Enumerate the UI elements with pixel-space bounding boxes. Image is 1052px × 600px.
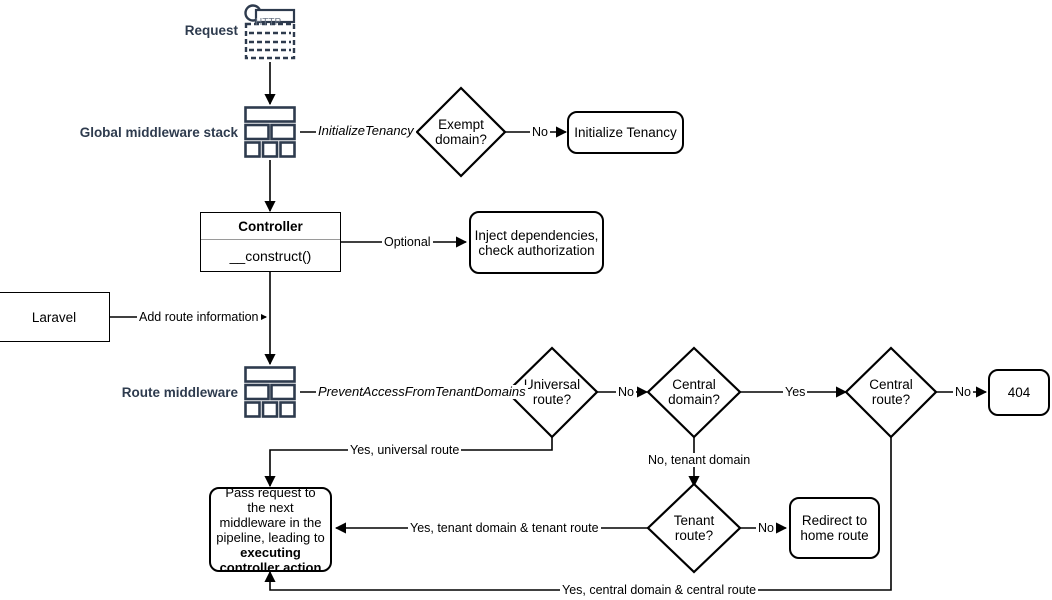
- caption-route-middleware: Route middleware: [121, 385, 238, 400]
- controller-title: Controller: [201, 213, 340, 240]
- edge-label-tenant-route-no: No: [756, 521, 776, 535]
- edge-label-prevent-access: PreventAccessFromTenantDomains: [316, 384, 528, 399]
- node-redirect-home-label: Redirect to home route: [800, 513, 869, 543]
- pass-request-line2: next middleware in: [219, 499, 300, 530]
- pass-request-line3: the pipeline, leading: [216, 514, 322, 545]
- decision-tenant-route: [646, 482, 742, 574]
- edge-label-initialize-tenancy: InitializeTenancy: [316, 123, 416, 138]
- node-inject-dependencies[interactable]: Inject dependencies, check authorization: [469, 211, 604, 274]
- pass-request-bold1: executing: [240, 544, 301, 560]
- http-request-icon: [244, 4, 296, 60]
- node-initialize-tenancy[interactable]: Initialize Tenancy: [567, 111, 684, 154]
- edge-label-exempt-no: No: [530, 125, 550, 139]
- node-initialize-tenancy-label: Initialize Tenancy: [574, 125, 677, 140]
- middleware-stack-icon: [244, 366, 296, 418]
- edge-label-central-yes: Yes, central domain & central route: [560, 583, 759, 597]
- node-404-label: 404: [1007, 385, 1031, 400]
- edge-label-universal-yes: Yes, universal route: [348, 443, 462, 457]
- edge-label-tenant-route-yes: Yes, tenant domain & tenant route: [408, 521, 601, 535]
- decision-central-route: [844, 346, 938, 439]
- decision-central-domain: [646, 346, 742, 439]
- decision-universal-route: [505, 346, 599, 439]
- pass-request-bold2: controller action: [219, 559, 322, 575]
- node-controller[interactable]: Controller __construct(): [200, 212, 341, 272]
- edge-label-central-route-no: No: [953, 385, 973, 399]
- middleware-stack-icon: [244, 106, 296, 158]
- edge-label-central-domain-yes: Yes: [783, 385, 808, 399]
- pass-request-line1: Pass request to the: [225, 484, 316, 515]
- http-icon-label: HTTP: [255, 17, 282, 28]
- node-inject-dependencies-label: Inject dependencies, check authorization: [474, 227, 599, 258]
- pass-request-line4: to: [313, 529, 325, 545]
- edge-label-central-domain-no: No, tenant domain: [646, 453, 753, 467]
- decision-exempt-domain: [415, 86, 507, 178]
- node-laravel[interactable]: Laravel: [0, 292, 110, 342]
- edge-label-universal-no: No: [616, 385, 636, 399]
- caption-global-middleware-stack: Global middleware stack: [79, 125, 238, 140]
- caption-request: Request: [184, 23, 238, 38]
- node-redirect-home[interactable]: Redirect to home route: [789, 497, 880, 559]
- controller-construct-method: __construct(): [229, 247, 312, 264]
- node-pass-request[interactable]: Pass request to the next middleware in t…: [209, 484, 332, 575]
- node-laravel-label: Laravel: [31, 309, 77, 325]
- node-404[interactable]: 404: [988, 369, 1050, 416]
- edge-label-optional: Optional: [382, 235, 433, 249]
- edge-label-add-route-information: Add route information: [137, 310, 261, 324]
